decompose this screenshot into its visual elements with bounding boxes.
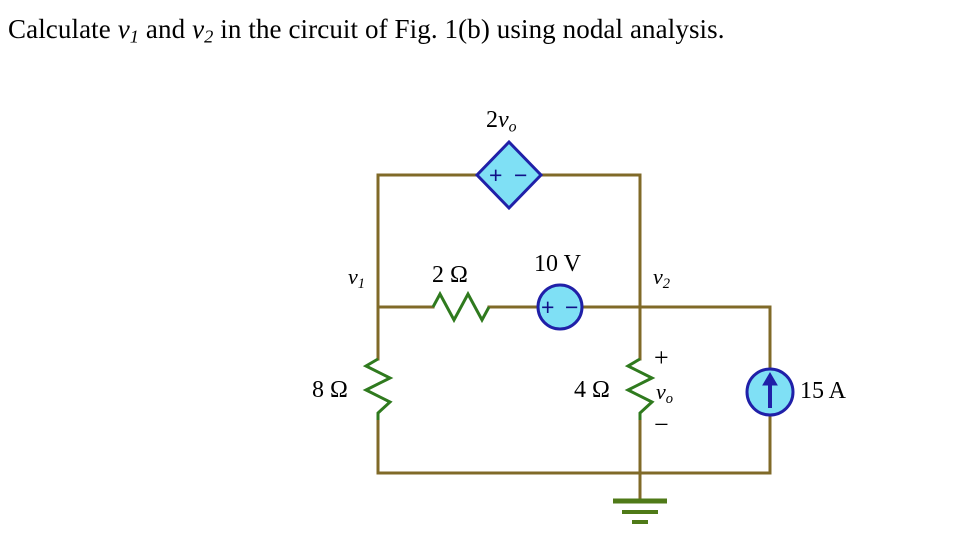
dependent-source-label: 2vo — [486, 108, 517, 135]
vo-label: vo — [656, 381, 673, 407]
vo-var: v — [656, 379, 666, 404]
resistor-8ohm-label: 8 Ω — [312, 377, 348, 403]
wire-network — [376, 173, 772, 502]
node-v2-sub: 2 — [662, 276, 671, 293]
node-v1-sub: 1 — [357, 276, 366, 293]
current-source-arrow-icon — [762, 372, 778, 408]
vo-var-sub: o — [665, 391, 674, 408]
question-var1: v — [117, 14, 130, 44]
question-suffix: in the circuit of Fig. 1(b) using nodal … — [213, 14, 725, 44]
question-var2-sub: 2 — [204, 26, 214, 47]
page-title: Calculate v1 and v2 in the circuit of Fi… — [8, 14, 725, 48]
dependent-source-coeff: 2 — [486, 107, 498, 133]
resistor-4ohm-symbol — [624, 357, 656, 420]
current-source-label: 15 A — [800, 378, 847, 404]
vo-plus-sign: + — [654, 343, 669, 372]
voltage-source-symbol[interactable] — [536, 283, 584, 331]
node-v1-var: v — [348, 264, 358, 289]
circuit-svg — [362, 139, 795, 524]
dependent-voltage-source-symbol[interactable] — [474, 139, 544, 211]
question-var1-sub: 1 — [129, 26, 140, 47]
voltage-source-minus-sign: − — [565, 294, 579, 320]
vo-minus-sign: − — [654, 410, 669, 439]
node-v2-var: v — [653, 264, 663, 289]
question-mid: and — [139, 14, 193, 44]
resistor-8ohm-symbol — [362, 357, 394, 420]
node-v1-label: v1 — [348, 266, 365, 292]
dependent-source-minus-sign: − — [514, 162, 528, 188]
resistor-4ohm-label: 4 Ω — [574, 377, 610, 403]
voltage-source-plus-sign: + — [541, 294, 555, 320]
ground-symbol — [613, 498, 667, 524]
circuit-diagram: + − + − 2vo v1 v2 2 Ω 10 V 8 Ω 4 Ω + vo … — [0, 60, 978, 555]
dependent-source-var: v — [498, 107, 509, 133]
resistor-2ohm-label: 2 Ω — [432, 262, 468, 288]
question-var2: v — [192, 14, 205, 44]
node-v2-label: v2 — [653, 266, 670, 292]
dependent-source-var-sub: o — [508, 118, 517, 136]
voltage-source-label: 10 V — [534, 251, 581, 277]
dependent-source-plus-sign: + — [489, 162, 503, 188]
resistor-2ohm-symbol — [431, 290, 491, 324]
question-prefix: Calculate — [8, 14, 118, 44]
